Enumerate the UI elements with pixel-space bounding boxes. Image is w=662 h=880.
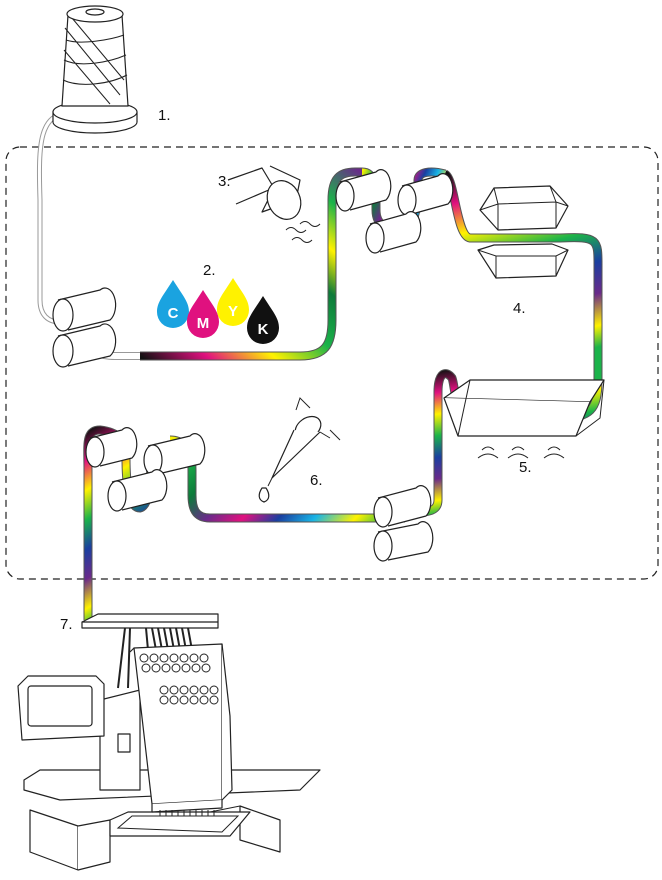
step-label-4: 4. (513, 300, 526, 317)
embroidery-machine-icon (17, 613, 321, 871)
ink-drops-icon: C M Y K (157, 278, 279, 344)
svg-text:K: K (258, 321, 269, 338)
ink-drop-k: K (247, 296, 279, 344)
roller-pair-top (335, 169, 454, 254)
svg-text:M: M (197, 315, 210, 332)
dryer-nozzle-icon (227, 165, 321, 243)
press-block-icon (477, 185, 569, 279)
step-label-2: 2. (203, 262, 216, 279)
step-label-1: 1. (158, 107, 171, 124)
heated-bath-icon (443, 379, 605, 459)
undyed-thread (36, 109, 71, 325)
svg-text:C: C (168, 305, 179, 322)
roller-pair-bottom-right (373, 485, 434, 562)
process-frame (5, 146, 659, 580)
thread-spool-icon (52, 5, 138, 134)
roller-pair-input (52, 287, 117, 368)
step-label-6: 6. (310, 472, 323, 489)
step-label-3: 3. (218, 173, 231, 190)
step-label-7: 7. (60, 616, 73, 633)
step-label-5: 5. (519, 459, 532, 476)
ink-drop-y: Y (217, 278, 249, 326)
ink-drop-c: C (157, 280, 189, 328)
ink-drop-m: M (187, 290, 219, 338)
svg-text:Y: Y (228, 303, 238, 320)
lubricant-dropper-icon (258, 397, 341, 503)
roller-pair-bottom-left (85, 427, 206, 512)
